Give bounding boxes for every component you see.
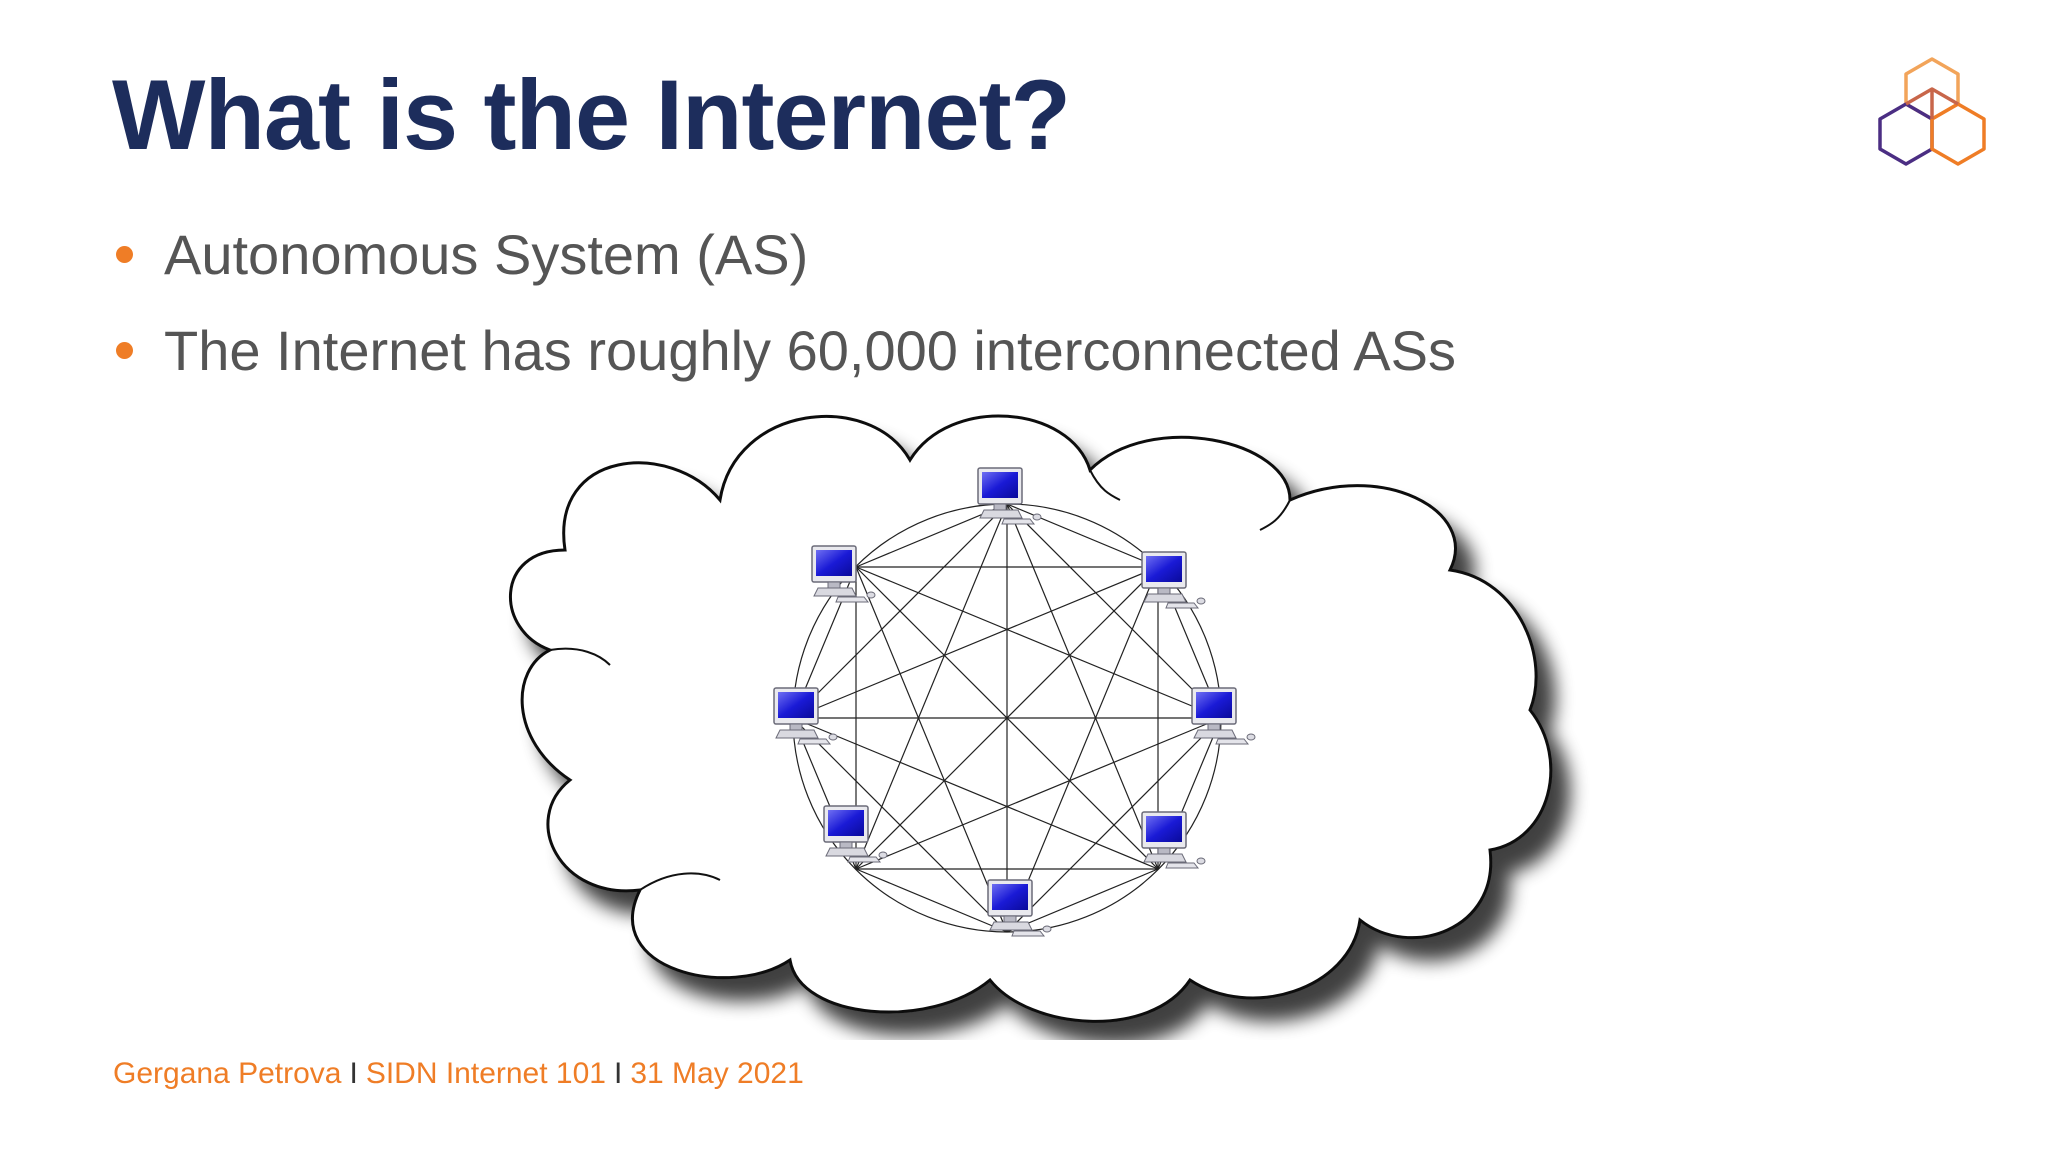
autonomous-system-diagram [508, 414, 1553, 1023]
footer-separator: I [349, 1057, 358, 1090]
bullet-dot-icon [116, 246, 133, 263]
mesh-network [792, 503, 1222, 933]
slide-title: What is the Internet? [112, 59, 1071, 170]
logo-hexagon-left [1878, 102, 1934, 166]
logo-hexagon-right [1930, 102, 1986, 166]
bullet-dot-icon [116, 342, 133, 359]
bullet-text: The Internet has roughly 60,000 intercon… [164, 319, 1456, 382]
footer-author: Gergana Petrova [113, 1057, 342, 1090]
bullet-text: Autonomous System (AS) [164, 223, 809, 286]
footer-date: 31 May 2021 [630, 1057, 804, 1090]
footer-event: SIDN Internet 101 [365, 1057, 606, 1090]
cloud-shape [508, 414, 1553, 1023]
footer-separator: I [613, 1057, 623, 1090]
ripe-ncc-logo [1878, 57, 1986, 166]
